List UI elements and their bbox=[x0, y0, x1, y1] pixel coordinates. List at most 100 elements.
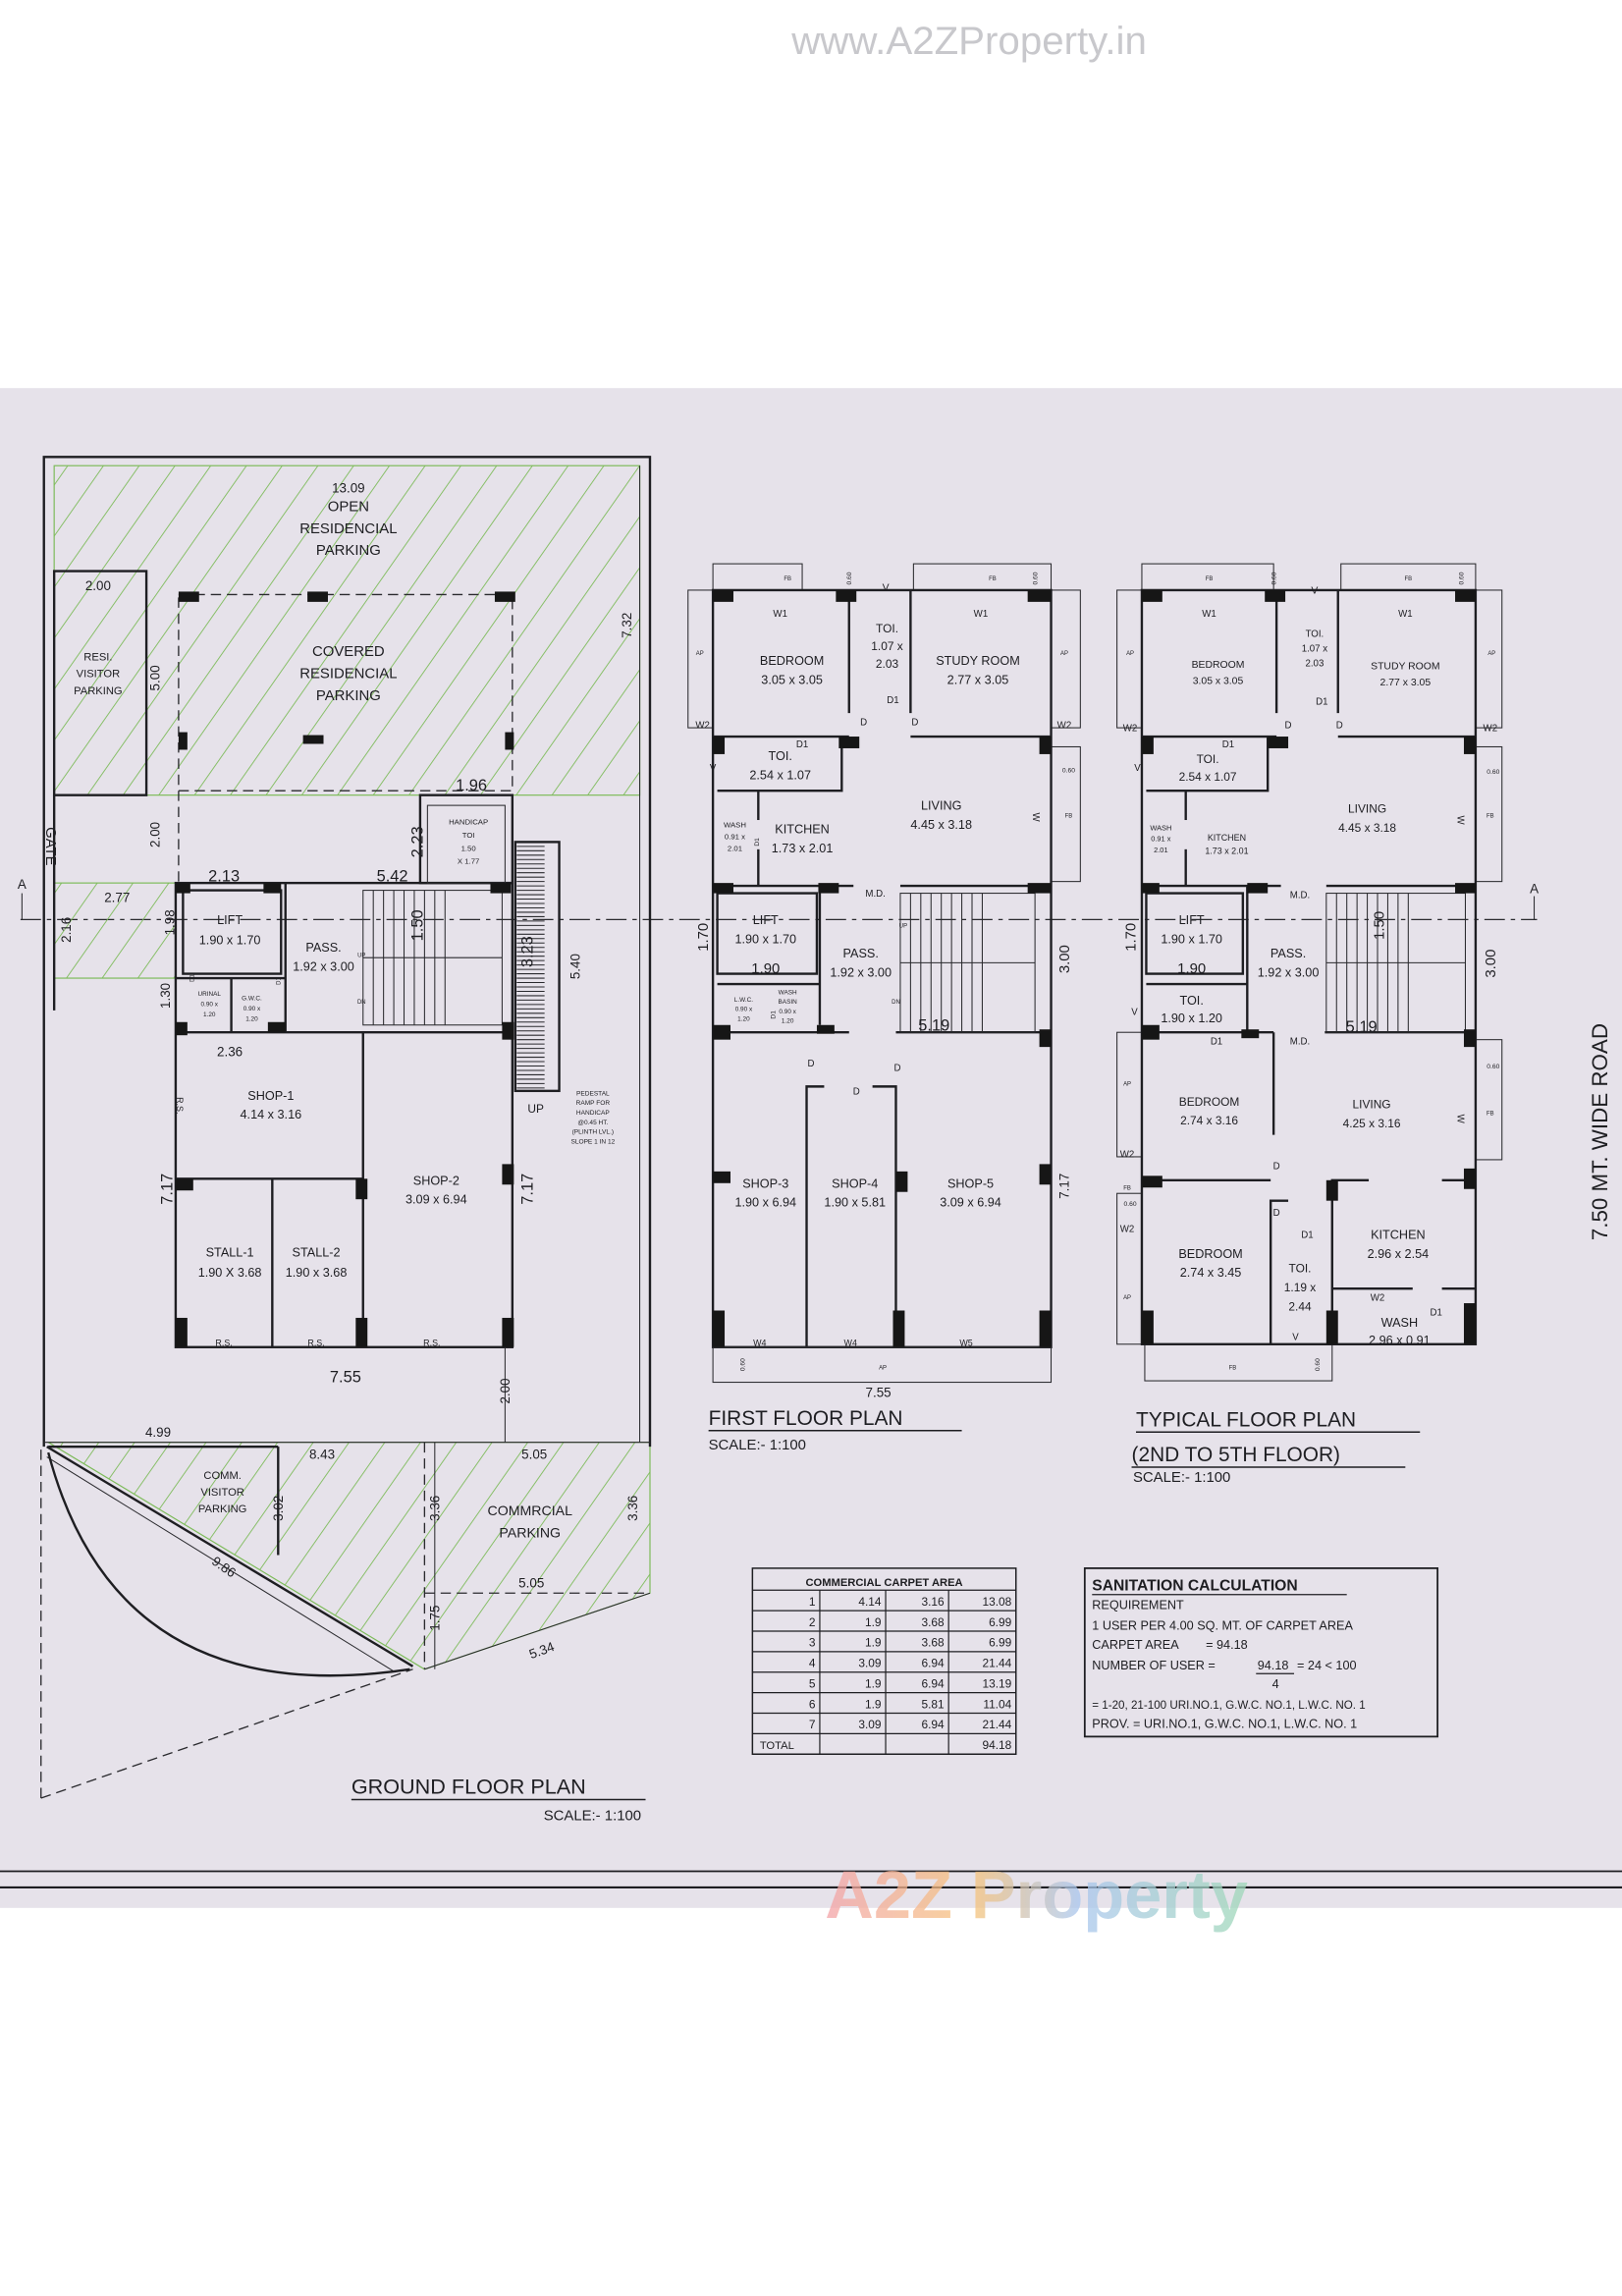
typical-floor-dimension-label: 0.60 bbox=[1458, 572, 1465, 584]
label-line: RESIDENCIAL bbox=[299, 666, 397, 682]
building-outline bbox=[174, 881, 514, 1348]
ground-floor-note-label: D1 bbox=[189, 974, 195, 982]
label-line: WASH bbox=[1150, 823, 1171, 832]
label-line: G.W.C. bbox=[242, 995, 262, 1002]
column bbox=[502, 1164, 514, 1185]
road-label: 7.50 MT. WIDE ROAD bbox=[1588, 1023, 1612, 1240]
ground-floor-area-label: PASS.1.92 x 3.00 bbox=[293, 941, 354, 973]
label-line: X 1.77 bbox=[458, 857, 479, 866]
label-line: BEDROOM bbox=[1192, 660, 1245, 671]
first-floor-opening-label: D bbox=[860, 718, 867, 729]
label-line: 2.77 x 3.05 bbox=[1380, 678, 1432, 688]
label-line: PASS. bbox=[843, 947, 879, 960]
label-line: LIVING bbox=[1353, 1098, 1391, 1112]
typical-floor-dimension-label: 1.70 bbox=[1123, 923, 1139, 952]
label-line: 2.03 bbox=[1305, 658, 1324, 669]
fraction-numerator: 94.18 bbox=[1258, 1659, 1289, 1672]
label-line: VISITOR bbox=[77, 669, 121, 681]
label-line: L.W.C. bbox=[734, 997, 753, 1004]
column bbox=[816, 1024, 835, 1034]
label-line: HANDICAP bbox=[576, 1110, 610, 1117]
column bbox=[895, 1171, 908, 1192]
label-line: 3.09 x 6.94 bbox=[406, 1193, 467, 1207]
first-floor-opening-label: M.D. bbox=[865, 889, 885, 900]
typical-floor-opening-label: FB bbox=[1229, 1366, 1237, 1372]
watermark-bottom: A2Z Property bbox=[825, 1857, 1248, 1933]
column bbox=[505, 732, 514, 750]
table-title: COMMERCIAL CARPET AREA bbox=[805, 1577, 962, 1589]
label-line: PARKING bbox=[74, 685, 122, 697]
typical-floor-plan bbox=[1116, 563, 1503, 1382]
staircase bbox=[899, 893, 1036, 1033]
label-line: TOI bbox=[462, 831, 475, 840]
ground-floor-dimension-label: 7.17 bbox=[518, 1174, 536, 1205]
first-floor-dimension-label: 0.60 bbox=[1032, 572, 1039, 584]
first-floor-title: FIRST FLOOR PLAN bbox=[709, 1407, 903, 1430]
column bbox=[307, 591, 328, 602]
typical-floor-title: TYPICAL FLOOR PLAN bbox=[1136, 1408, 1356, 1431]
label-line: 1.90 x 6.94 bbox=[734, 1196, 796, 1210]
typical-floor-dimension-label: 0.60 bbox=[1487, 1064, 1499, 1070]
typical-floor-room-label: TOI.2.54 x 1.07 bbox=[1179, 752, 1237, 784]
column bbox=[502, 1021, 514, 1040]
column bbox=[1241, 1029, 1260, 1039]
label-line: SHOP-3 bbox=[742, 1176, 788, 1190]
label-line: KITCHEN bbox=[775, 822, 830, 836]
table-cell: 1 bbox=[809, 1595, 816, 1609]
label-line: COMMRCIAL bbox=[487, 1503, 572, 1519]
column bbox=[1039, 1164, 1052, 1185]
column bbox=[1027, 589, 1052, 602]
ground-floor-dimension-label: 4.99 bbox=[145, 1425, 171, 1440]
first-floor-dimension-label: 7.17 bbox=[1057, 1174, 1072, 1199]
first-floor-opening-label: D bbox=[911, 718, 918, 729]
label-line: 1.90 x 1.70 bbox=[734, 932, 796, 946]
column bbox=[1247, 883, 1269, 894]
typical-floor-dimension-label: 1.90 bbox=[1177, 961, 1206, 977]
label-line: 1.50 bbox=[461, 844, 476, 852]
first-floor-dimension-label: 5.19 bbox=[918, 1016, 949, 1034]
plot-boundary-dashed bbox=[40, 1668, 413, 1799]
table-cell: 2 bbox=[809, 1615, 816, 1629]
ground-floor-dimension-label: 2.13 bbox=[208, 867, 240, 885]
ground-floor-note-label: R.S. bbox=[215, 1338, 232, 1347]
typical-floor-opening-label: FB bbox=[1487, 1111, 1494, 1117]
sanitation-line: 1 USER PER 4.00 SQ. MT. OF CARPET AREA bbox=[1092, 1619, 1353, 1633]
table-cell: 6 bbox=[809, 1697, 816, 1711]
first-floor-opening-label: D bbox=[853, 1086, 860, 1097]
label-line: 2.77 x 3.05 bbox=[947, 673, 1009, 686]
typical-floor-dimension-label: 1.50 bbox=[1373, 911, 1388, 940]
first-floor-opening-label: UP bbox=[899, 923, 907, 929]
column bbox=[1455, 883, 1476, 894]
ground-floor-dimension-label: 5.00 bbox=[148, 665, 163, 690]
label-line: TOI. bbox=[1289, 1262, 1312, 1276]
first-floor-opening-label: AP bbox=[1060, 651, 1068, 657]
label-line: 1.07 x bbox=[871, 639, 902, 653]
label-line: 2.96 x 0.91 bbox=[1369, 1334, 1431, 1347]
ground-floor-dimension-label: 3.36 bbox=[625, 1496, 640, 1521]
table-cell: 21.44 bbox=[982, 1718, 1011, 1731]
first-floor-dimension-label: 1.90 bbox=[751, 961, 780, 977]
typical-floor-dimension-label: 3.00 bbox=[1484, 950, 1499, 978]
first-floor-opening-label: FB bbox=[784, 576, 791, 582]
typical-floor-opening-label: AP bbox=[1123, 1295, 1131, 1301]
column bbox=[355, 1178, 368, 1200]
covered-parking-outline bbox=[178, 593, 514, 792]
staircase bbox=[1325, 893, 1466, 1033]
typical-floor-opening-label: AP bbox=[1487, 651, 1495, 657]
table-cell: 6.99 bbox=[989, 1636, 1012, 1650]
sanitation-line: PROV. = URI.NO.1, G.W.C. NO.1, L.W.C. NO… bbox=[1092, 1717, 1357, 1730]
table-cell: 4 bbox=[809, 1657, 816, 1670]
ground-floor-dimension-label: 5.05 bbox=[518, 1576, 544, 1591]
driveway-edge bbox=[424, 1592, 651, 1670]
typical-floor-opening-label: D bbox=[1273, 1161, 1280, 1172]
label-line: PASS. bbox=[305, 941, 341, 955]
